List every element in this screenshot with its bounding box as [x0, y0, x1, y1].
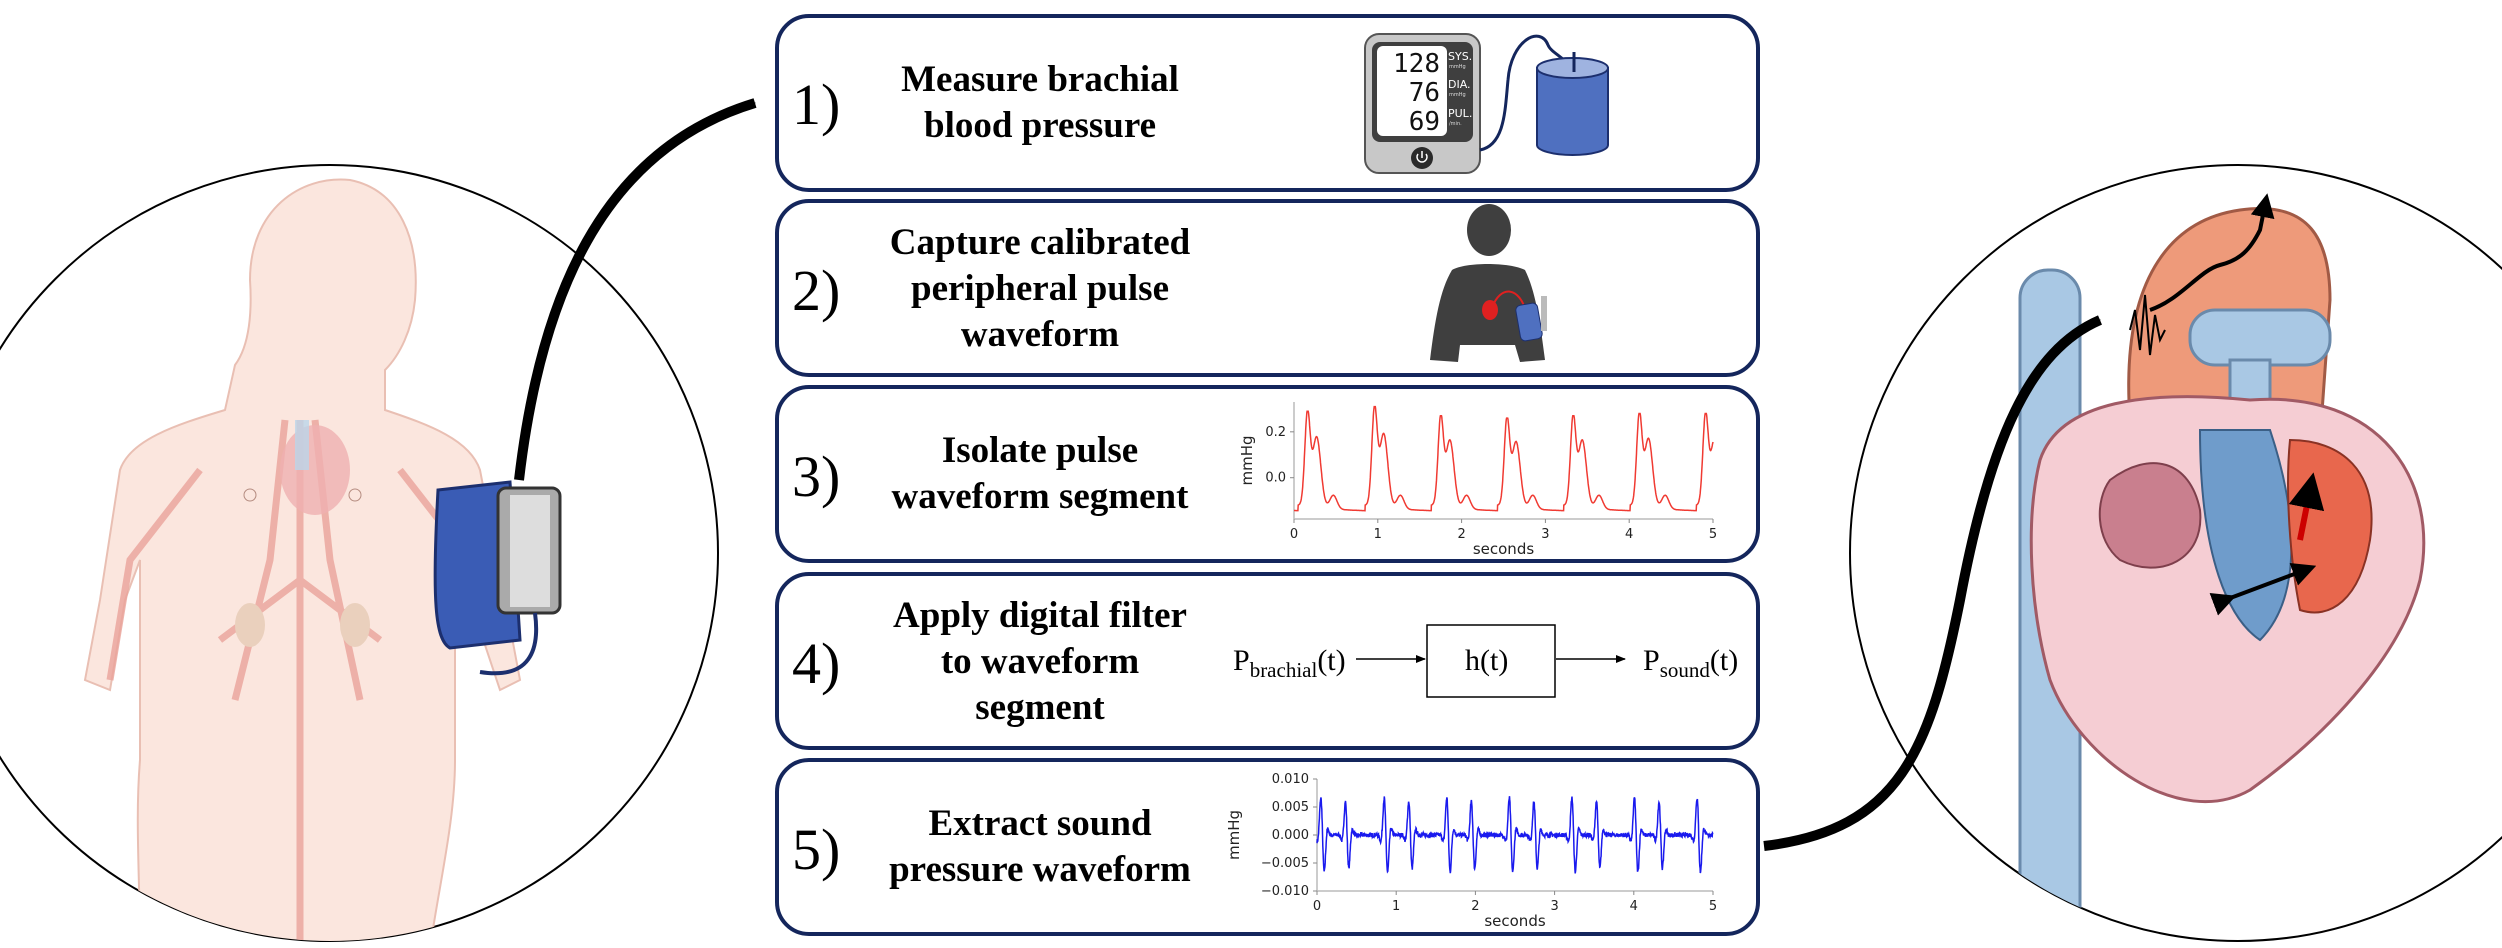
step-5-title: Extract sound pressure waveform	[860, 801, 1220, 893]
step-number: 4)	[792, 631, 841, 696]
x-tick-label: 3	[1550, 899, 1558, 914]
title-line: Isolate pulse	[941, 430, 1139, 471]
filter-input-label: Pbrachial(t)	[1233, 644, 1346, 682]
step-number: 3)	[792, 444, 841, 509]
pul-unit: /min.	[1449, 121, 1462, 127]
arrow-to-heart	[1763, 315, 2102, 851]
y-axis-label: mmHg	[1225, 810, 1243, 860]
step-2-box	[775, 199, 1760, 377]
step-5-box	[775, 758, 1760, 936]
y-tick-label: −0.010	[1261, 884, 1309, 899]
title-line: to waveform	[940, 641, 1140, 682]
x-tick-label: 5	[1709, 527, 1717, 542]
x-axis-label: seconds	[1484, 912, 1545, 930]
cuff-cup-icon	[1536, 67, 1609, 156]
title-line: Apply digital filter	[893, 595, 1187, 636]
sound-pressure-chart: 0 1 2 3 4 5 0.010 0.005 0.000 −0.005 −0.010 seconds…	[1225, 772, 1717, 930]
sys-value: 128	[1393, 49, 1440, 79]
pulse-waveform-chart: 0 1 2 3 4 5 0.0 0.2 seconds mmHg	[1238, 402, 1717, 558]
x-tick-label: 3	[1541, 527, 1549, 542]
y-tick-label: 0.0	[1265, 471, 1286, 486]
pul-value: 69	[1409, 107, 1440, 137]
arrow-to-step-1	[514, 98, 757, 481]
step-4-box	[775, 572, 1760, 750]
person-with-cuff-icon	[1430, 204, 1547, 362]
title-line: segment	[975, 687, 1105, 728]
waveform-line	[1294, 405, 1714, 512]
title-line: pressure waveform	[889, 849, 1191, 890]
x-tick-label: 2	[1457, 527, 1465, 542]
title-line: Capture calibrated	[889, 222, 1191, 263]
x-tick-label: 4	[1630, 899, 1638, 914]
dia-label: DIA.	[1448, 78, 1471, 91]
title-line: Extract sound	[928, 803, 1152, 844]
sys-label: SYS.	[1448, 50, 1472, 63]
pul-label: PUL.	[1448, 107, 1472, 120]
step-3-box	[775, 385, 1760, 563]
title-line: waveform	[960, 314, 1120, 355]
y-tick-label: −0.005	[1261, 856, 1309, 871]
filter-block-label: h(t)	[1465, 644, 1509, 677]
step-number: 5)	[792, 817, 841, 882]
dia-unit: mmHg	[1449, 92, 1466, 98]
step-2-title: Capture calibrated peripheral pulse wave…	[860, 220, 1220, 358]
x-tick-label: 1	[1392, 899, 1400, 914]
title-line: Measure brachial	[901, 59, 1179, 100]
x-tick-label: 0	[1290, 527, 1298, 542]
x-axis-label: seconds	[1473, 540, 1534, 558]
x-tick-label: 1	[1374, 527, 1382, 542]
bp-monitor-icon: 128 76 69 SYS. mmHg DIA. mmHg PUL. /min.	[1364, 33, 1609, 174]
dia-value: 76	[1409, 78, 1440, 108]
filter-output-label: Psound(t)	[1643, 644, 1739, 682]
x-tick-label: 4	[1625, 527, 1633, 542]
step-4-title: Apply digital filter to waveform segment	[860, 593, 1220, 731]
title-line: blood pressure	[924, 105, 1156, 146]
waveform-line	[1316, 796, 1714, 874]
title-line: peripheral pulse	[911, 268, 1169, 309]
y-tick-label: 0.000	[1272, 828, 1309, 843]
x-tick-label: 2	[1471, 899, 1479, 914]
sys-unit: mmHg	[1449, 64, 1466, 70]
x-tick-label: 0	[1313, 899, 1321, 914]
title-line: waveform segment	[891, 476, 1189, 517]
heart-anatomy-illustration	[1849, 164, 2502, 942]
filter-block-diagram	[1356, 624, 1626, 698]
step-number: 1)	[792, 72, 841, 137]
y-tick-label: 0.010	[1272, 772, 1309, 787]
y-tick-label: 0.005	[1272, 800, 1309, 815]
step-number: 2)	[792, 258, 841, 323]
y-axis-label: mmHg	[1238, 435, 1256, 485]
x-tick-label: 5	[1709, 899, 1717, 914]
step-1-title: Measure brachial blood pressure	[860, 57, 1220, 149]
step-3-title: Isolate pulse waveform segment	[860, 428, 1220, 520]
y-tick-label: 0.2	[1265, 425, 1286, 440]
filter-block	[1426, 624, 1556, 698]
